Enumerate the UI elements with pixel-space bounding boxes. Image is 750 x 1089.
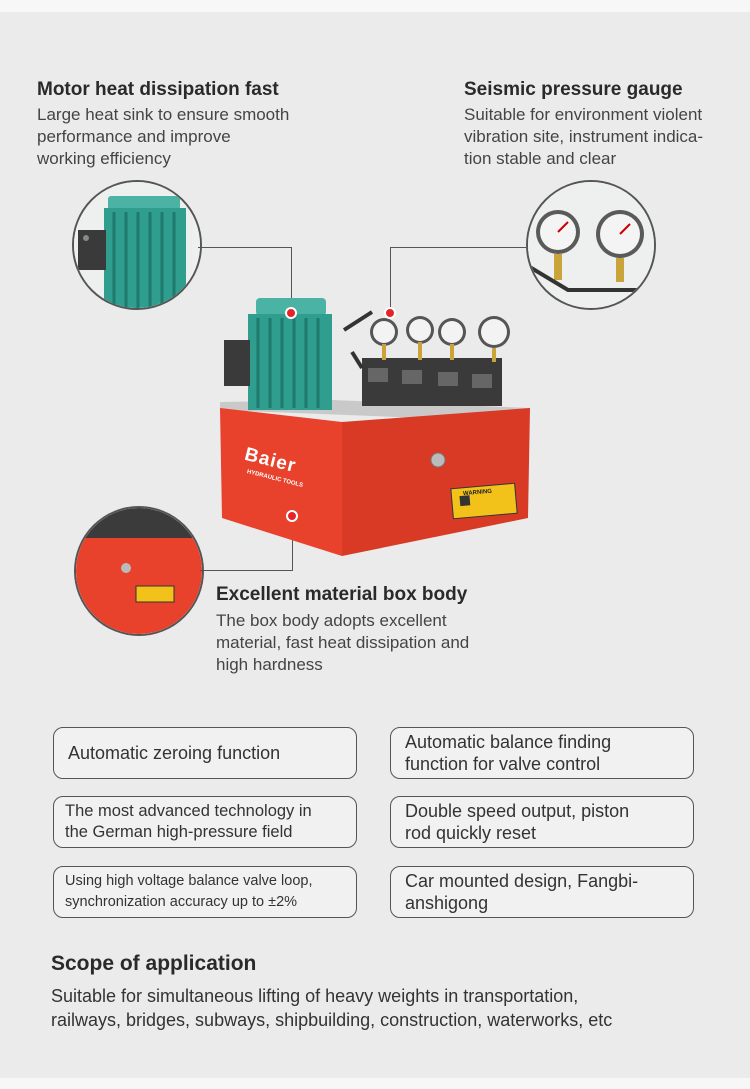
pill-line: Double speed output, piston bbox=[405, 801, 630, 821]
motor-desc-line: working efficiency bbox=[37, 149, 171, 168]
motor-hotspot-dot bbox=[285, 307, 297, 319]
motor-closeup-graphic bbox=[74, 182, 200, 308]
bottom-band bbox=[0, 1078, 750, 1089]
pill-line: function for valve control bbox=[405, 754, 601, 774]
pill-text: Automatic zeroing function bbox=[68, 743, 280, 764]
motor-zoom-image bbox=[72, 180, 202, 310]
pill-line: rod quickly reset bbox=[405, 823, 537, 843]
box-zoom-image bbox=[74, 506, 204, 636]
pill-line: The most advanced technology in bbox=[65, 802, 312, 820]
pill-line: Using high voltage balance valve loop, bbox=[65, 873, 313, 889]
feature-pill-zeroing: Automatic zeroing function bbox=[53, 727, 357, 779]
pill-text: Double speed output, piston rod quickly … bbox=[405, 800, 629, 844]
box-feature-desc: The box body adopts excellent material, … bbox=[216, 610, 516, 676]
pill-line: Automatic zeroing function bbox=[68, 742, 281, 763]
gauge-desc-line: Suitable for environment violent bbox=[464, 105, 703, 124]
box-feature-title: Excellent material box body bbox=[216, 584, 468, 605]
gauge-hotspot-dot bbox=[384, 307, 396, 319]
pill-text: Automatic balance finding function for v… bbox=[405, 731, 611, 775]
gauge-desc-line: vibration site, instrument indica- bbox=[464, 127, 704, 146]
box-connector-line bbox=[292, 516, 293, 570]
gauge-connector-line bbox=[390, 247, 391, 313]
motor-connector-line bbox=[198, 247, 292, 248]
feature-pill-synchronization: Using high voltage balance valve loop, s… bbox=[53, 866, 357, 918]
box-desc-line: material, fast heat dissipation and bbox=[216, 633, 470, 652]
pill-line: Automatic balance finding bbox=[405, 732, 612, 752]
motor-desc-line: performance and improve bbox=[37, 127, 231, 146]
pill-line: anshigong bbox=[405, 893, 489, 913]
top-band bbox=[0, 0, 750, 12]
scope-title: Scope of application bbox=[51, 952, 257, 975]
box-closeup-graphic bbox=[76, 508, 202, 634]
gauge-feature-title: Seismic pressure gauge bbox=[464, 79, 683, 100]
pill-text: The most advanced technology in the Germ… bbox=[65, 801, 312, 843]
pill-line: Car mounted design, Fangbi- bbox=[405, 871, 639, 891]
gauge-zoom-image bbox=[526, 180, 656, 310]
box-desc-line: high hardness bbox=[216, 655, 323, 674]
feature-pill-technology: The most advanced technology in the Germ… bbox=[53, 796, 357, 848]
pill-text: Car mounted design, Fangbi- anshigong bbox=[405, 870, 638, 914]
motor-desc-line: Large heat sink to ensure smooth bbox=[37, 105, 290, 124]
pill-line: the German high-pressure field bbox=[65, 823, 293, 841]
motor-connector-line bbox=[291, 247, 292, 313]
scope-text: Suitable for simultaneous lifting of hea… bbox=[51, 984, 731, 1032]
scope-line: railways, bridges, subways, shipbuilding… bbox=[51, 1010, 613, 1030]
gauge-desc-line: tion stable and clear bbox=[464, 149, 617, 168]
scope-line: Suitable for simultaneous lifting of hea… bbox=[51, 986, 579, 1006]
pill-line: synchronization accuracy up to ±2% bbox=[65, 894, 298, 910]
pill-text: Using high voltage balance valve loop, s… bbox=[65, 871, 312, 913]
gauge-feature-desc: Suitable for environment violent vibrati… bbox=[464, 104, 744, 170]
box-hotspot-dot bbox=[286, 510, 298, 522]
hydraulic-pump-graphic bbox=[220, 298, 530, 556]
motor-feature-desc: Large heat sink to ensure smooth perform… bbox=[37, 104, 337, 170]
hydraulic-pump-image: Baier HYDRAULIC TOOLS WARNING bbox=[212, 290, 542, 565]
gauge-closeup-graphic bbox=[528, 182, 654, 308]
gauge-connector-line bbox=[390, 247, 526, 248]
feature-pill-double-speed: Double speed output, piston rod quickly … bbox=[390, 796, 694, 848]
box-desc-line: The box body adopts excellent bbox=[216, 611, 447, 630]
box-connector-line bbox=[200, 570, 293, 571]
feature-pill-balance: Automatic balance finding function for v… bbox=[390, 727, 694, 779]
feature-pill-car-mounted: Car mounted design, Fangbi- anshigong bbox=[390, 866, 694, 918]
motor-feature-title: Motor heat dissipation fast bbox=[37, 79, 279, 100]
